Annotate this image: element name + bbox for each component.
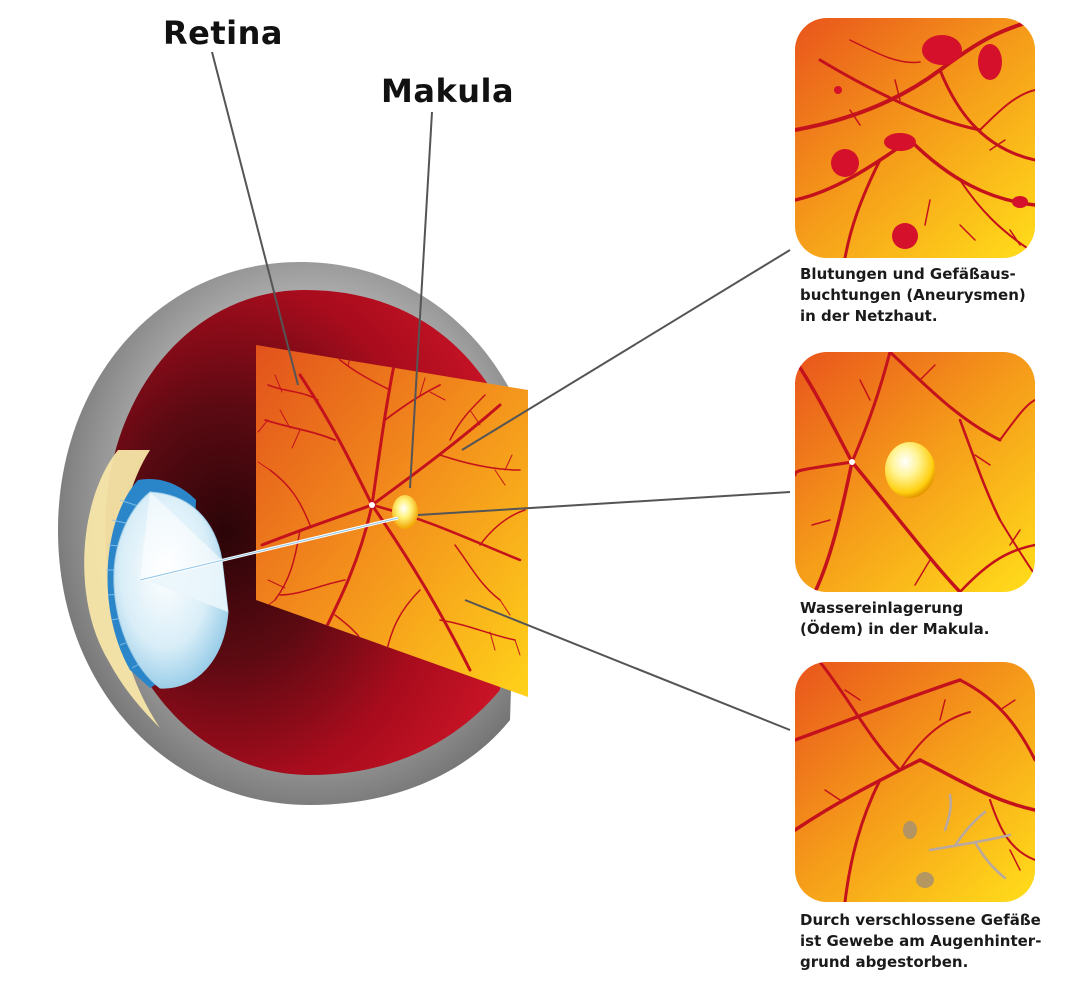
detail-panel-hemorrhages	[795, 18, 1035, 258]
caption-line: (Ödem) in der Makula.	[800, 620, 990, 638]
caption-line: in der Netzhaut.	[800, 307, 938, 325]
detail-panel-edema	[795, 352, 1035, 592]
macula	[392, 495, 418, 529]
caption-line: Blutungen und Gefäßaus-	[800, 265, 1016, 283]
optic-disc	[369, 502, 375, 508]
cornea	[84, 450, 160, 728]
leader-lines	[211, 51, 791, 731]
retina-label: Retina	[163, 14, 283, 52]
caption-ischemia: Durch verschlossene Gefäße ist Gewebe am…	[800, 910, 1070, 973]
caption-line: Wassereinlagerung	[800, 599, 964, 617]
caption-hemorrhages: Blutungen und Gefäßaus- buchtungen (Aneu…	[800, 264, 1070, 327]
caption-line: ist Gewebe am Augenhinter-	[800, 932, 1042, 950]
caption-line: grund abgestorben.	[800, 953, 969, 971]
detail-panel-ischemia	[795, 662, 1035, 902]
caption-line: Durch verschlossene Gefäße	[800, 911, 1041, 929]
makula-label: Makula	[381, 72, 515, 110]
caption-edema: Wassereinlagerung (Ödem) in der Makula.	[800, 598, 1070, 640]
retina-plane	[256, 345, 528, 697]
caption-line: buchtungen (Aneurysmen)	[800, 286, 1026, 304]
